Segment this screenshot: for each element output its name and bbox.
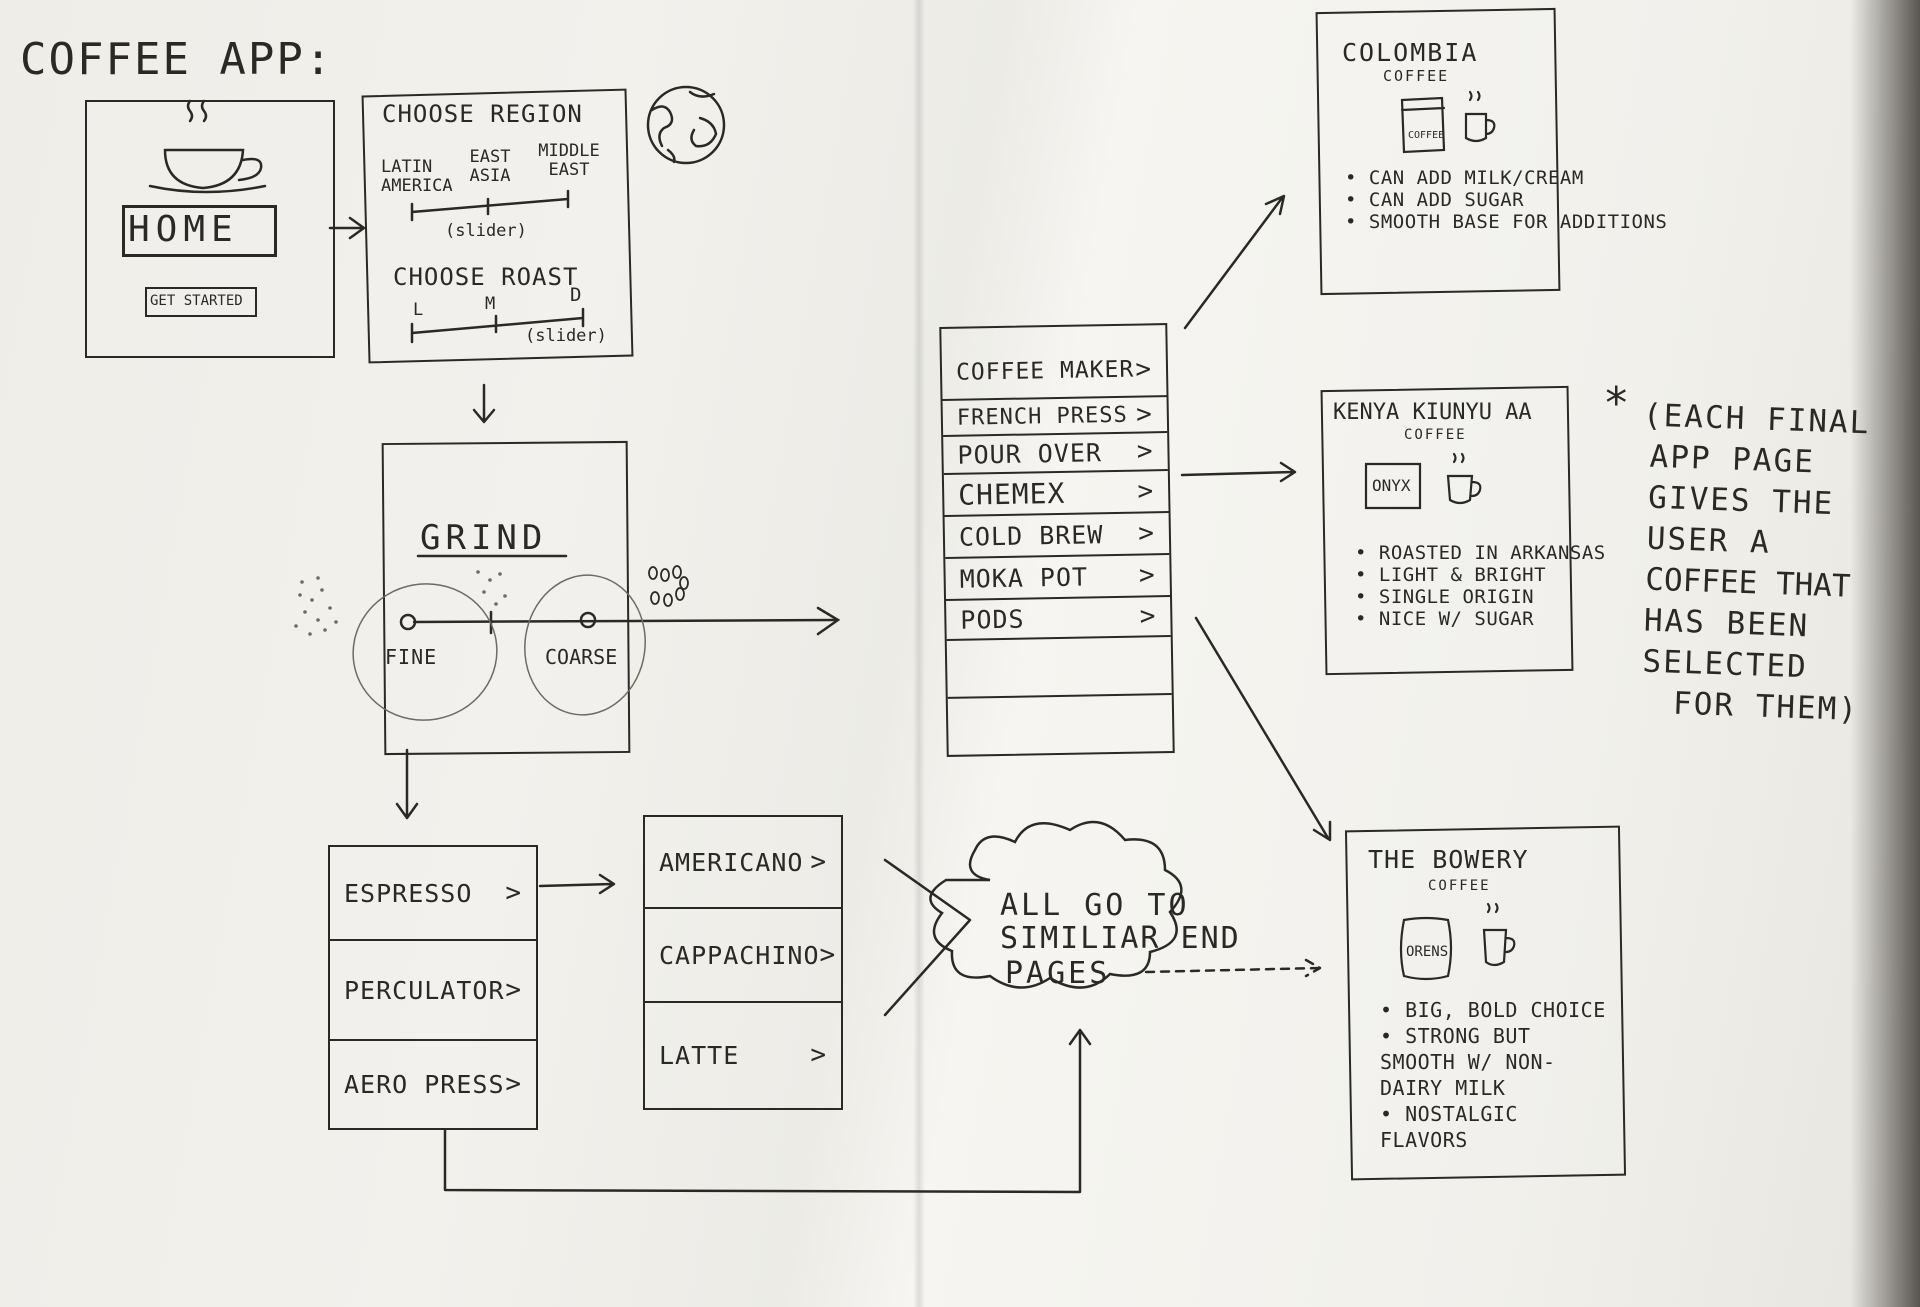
result-bullets: • BIG, BOLD CHOICE • STRONG BUT SMOOTH W…: [1380, 997, 1606, 1153]
method-row-aero-press[interactable]: AERO PRESS >: [330, 1041, 536, 1127]
steam-icon: [1452, 452, 1465, 464]
steam-icon: [1486, 902, 1499, 914]
grind-fine-label: FINE: [385, 645, 438, 669]
region-option-latin-america: LATIN AMERICA: [381, 157, 453, 196]
coffee-grounds-icon: [294, 570, 507, 636]
espresso-drinks-screen: AMERICANO > CAPPACHINO > LATTE >: [643, 815, 843, 1110]
result-bullets: • CAN ADD MILK/CREAM • CAN ADD SUGAR • S…: [1345, 167, 1667, 233]
brew-method-screen: ESPRESSO > PERCULATOR > AERO PRESS >: [328, 845, 538, 1130]
roast-slider-note: (slider): [525, 326, 607, 346]
bullet-item: • CAN ADD SUGAR: [1345, 189, 1525, 211]
bag-label: COFFEE: [1408, 130, 1445, 141]
coffee-bag-icon: [1400, 96, 1446, 154]
arrow-cloud-to-bowery: [1144, 958, 1322, 978]
chevron-right-icon: >: [819, 940, 837, 970]
coffee-bag-icon: [1364, 462, 1422, 510]
home-heading: HOME: [128, 209, 239, 250]
region-slider-note: (slider): [445, 221, 527, 241]
result-name: THE BOWERY: [1368, 845, 1529, 874]
roast-mark-light: L: [413, 300, 425, 320]
grind-coarse-label: COARSE: [545, 645, 618, 669]
roast-mark-dark: D: [570, 284, 583, 306]
arrow-menu-to-kenya: [1180, 461, 1297, 483]
desk-edge: [1850, 0, 1920, 1307]
coffee-cup-icon: [148, 148, 267, 194]
arrow-methods-to-cloud: [443, 1028, 1092, 1194]
arrow-home-to-region: [328, 216, 366, 240]
bag-label: ONYX: [1372, 476, 1411, 495]
method-row-perculator[interactable]: PERCULATOR >: [330, 941, 536, 1041]
drink-label: AMERICANO: [659, 847, 804, 877]
get-started-button[interactable]: [145, 287, 257, 317]
coffee-bag-icon: [1399, 916, 1453, 981]
roast-heading: CHOOSE ROAST: [393, 263, 579, 291]
chevron-right-icon: >: [505, 1069, 522, 1099]
method-row-espresso[interactable]: ESPRESSO >: [330, 847, 536, 941]
arrow-espresso-to-drinks: [538, 873, 616, 895]
chevron-right-icon: >: [810, 847, 827, 877]
method-label: PERCULATOR: [344, 975, 505, 1005]
steam-icon: [186, 99, 208, 123]
steam-icon: [1468, 90, 1481, 102]
bullet-item: • NICE W/ SUGAR: [1355, 608, 1535, 630]
grind-heading: GRIND: [420, 518, 548, 558]
bullet-item: • BIG, BOLD CHOICE: [1380, 998, 1606, 1022]
bullet-item: • NOSTALGIC FLAVORS: [1380, 1102, 1518, 1152]
region-option-east-asia: EAST ASIA: [469, 147, 511, 186]
drink-row-cappachino[interactable]: CAPPACHINO >: [645, 909, 841, 1003]
drink-row-latte[interactable]: LATTE >: [645, 1003, 841, 1107]
bullet-item: • ROASTED IN ARKANSAS: [1355, 542, 1606, 564]
region-heading: CHOOSE REGION: [382, 100, 583, 128]
method-label: AERO PRESS: [344, 1069, 505, 1099]
result-subtitle: COFFEE: [1404, 427, 1467, 443]
coffee-beans-icon: [648, 565, 689, 607]
chevron-right-icon: >: [810, 1040, 827, 1070]
bag-label: ORENS: [1406, 944, 1449, 960]
arrow-menu-to-colombia: [1183, 194, 1286, 330]
result-bullets: • ROASTED IN ARKANSAS • LIGHT & BRIGHT •…: [1355, 542, 1606, 630]
side-note-asterisk: *: [1603, 378, 1631, 429]
result-name: KENYA KIUNYU AA: [1333, 400, 1532, 425]
region-option-middle-east: MIDDLE EAST: [538, 141, 600, 180]
drink-row-americano[interactable]: AMERICANO >: [645, 817, 841, 909]
arrow-menu-to-bowery: [1194, 616, 1332, 842]
coffee-cup-icon: [1482, 928, 1516, 967]
arrow-grind-to-methods: [395, 748, 419, 820]
coffee-cup-icon: [1446, 474, 1482, 505]
page-title: COFFEE APP:: [20, 34, 334, 85]
result-name: COLOMBIA: [1342, 38, 1479, 67]
cloud-note-line-2: SIMILIAR END: [1000, 921, 1241, 956]
bullet-item: • SMOOTH BASE FOR ADDITIONS: [1345, 211, 1668, 233]
method-label: ESPRESSO: [344, 878, 473, 908]
bullet-item: • STRONG BUT SMOOTH W/ NON-DAIRY MILK: [1380, 1024, 1556, 1100]
drink-label: CAPPACHINO: [659, 940, 820, 970]
roast-mark-medium: M: [485, 294, 497, 314]
coffee-cup-icon: [1464, 112, 1496, 143]
arrow-region-to-grind: [472, 383, 496, 424]
chevron-right-icon: >: [505, 975, 522, 1005]
home-heading-box: [122, 205, 277, 257]
cloud-note-line-3: PAGES: [1005, 956, 1111, 991]
bullet-item: • LIGHT & BRIGHT: [1355, 564, 1547, 586]
drinks-brace: [883, 858, 972, 1017]
result-subtitle: COFFEE: [1428, 878, 1491, 894]
chevron-right-icon: >: [505, 878, 522, 908]
bullet-item: • SINGLE ORIGIN: [1355, 586, 1535, 608]
get-started-label: GET STARTED: [150, 293, 243, 309]
bullet-item: • CAN ADD MILK/CREAM: [1345, 167, 1584, 189]
drink-label: LATTE: [659, 1040, 740, 1070]
cloud-note-line-1: ALL GO TO: [1000, 888, 1190, 923]
result-subtitle: COFFEE: [1383, 67, 1450, 85]
